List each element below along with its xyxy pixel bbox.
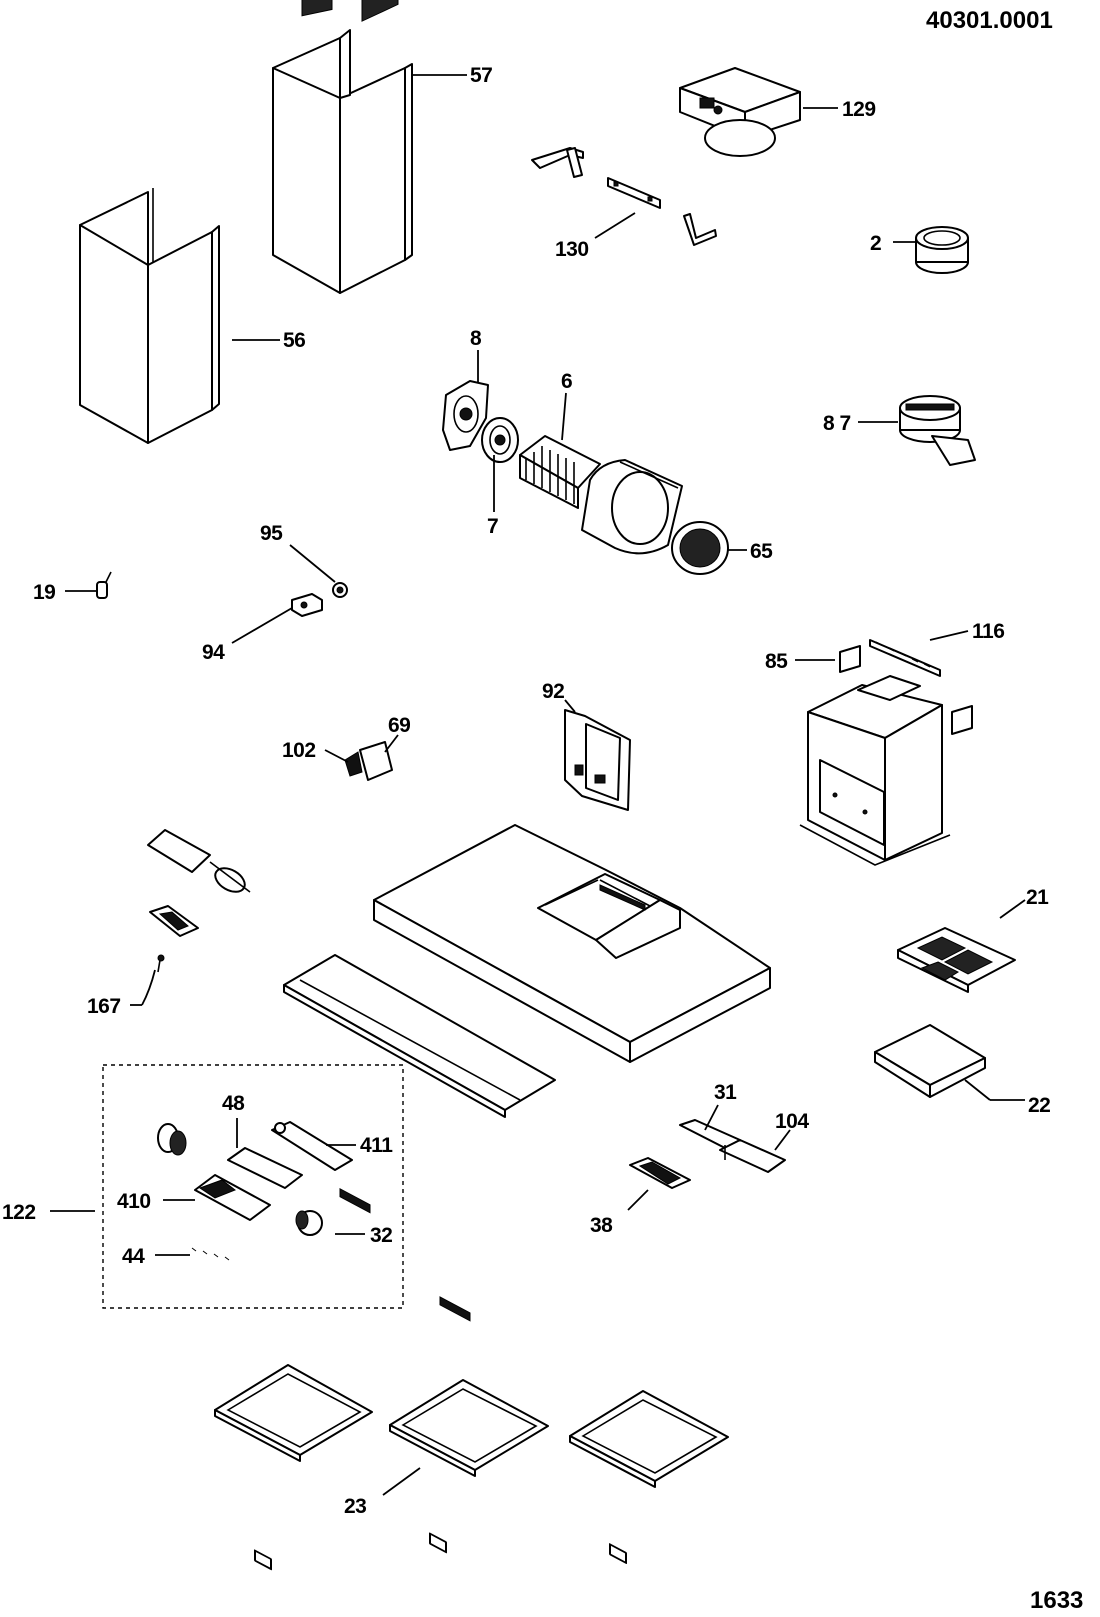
callout-7: 7	[487, 515, 498, 538]
callout-69: 69	[388, 714, 410, 737]
switch-housing	[291, 593, 323, 617]
callout-130: 130	[555, 238, 589, 261]
callout-32: 32	[370, 1224, 392, 1247]
blower-housing	[581, 459, 683, 555]
callout-122: 122	[2, 1201, 36, 1224]
lamp-bracket-left	[147, 829, 251, 893]
switch-module	[194, 1174, 271, 1221]
mounting-brackets	[531, 147, 717, 246]
control-knob	[157, 1123, 187, 1156]
round-damper	[899, 395, 976, 466]
control-knob-2	[295, 1210, 323, 1236]
callout-87: 8 7	[823, 412, 851, 435]
lower-chimney-cover	[79, 188, 220, 444]
callout-56: 56	[283, 329, 305, 352]
round-collar	[915, 226, 969, 274]
blower-wheel	[519, 435, 601, 509]
screw	[157, 954, 165, 973]
control-board	[564, 709, 631, 811]
callout-95: 95	[260, 522, 283, 545]
callout-411: 411	[360, 1134, 393, 1157]
callout-116: 116	[972, 620, 1004, 643]
terminal-strip	[869, 639, 941, 677]
callout-22: 22	[1028, 1094, 1050, 1117]
callout-19: 19	[33, 581, 55, 604]
callout-48: 48	[222, 1092, 245, 1115]
grease-filter	[569, 1390, 729, 1564]
bulb-socket	[96, 571, 112, 599]
screws-set	[191, 1247, 230, 1261]
control-cover	[227, 1147, 303, 1189]
upper-chimney-cover	[272, 0, 413, 294]
callout-44: 44	[122, 1245, 145, 1268]
callout-129: 129	[842, 98, 876, 121]
hood-body	[373, 824, 771, 1063]
callout-65: 65	[750, 540, 773, 563]
grease-filter	[389, 1379, 549, 1554]
motor-mount-plate	[442, 380, 489, 451]
grease-filter	[214, 1364, 373, 1571]
callout-57: 57	[470, 64, 492, 87]
lamp-lens-left	[149, 905, 199, 937]
callout-21: 21	[1026, 886, 1049, 909]
charcoal-filter	[874, 1024, 986, 1098]
lamp-bracket-right	[679, 1119, 786, 1173]
callout-6: 6	[561, 370, 572, 393]
intake-grille	[671, 521, 729, 575]
callout-410: 410	[117, 1190, 151, 1213]
duct-adapter	[679, 67, 801, 157]
switch-bracket	[271, 1121, 353, 1171]
leader-lines	[50, 74, 1026, 1496]
callout-23: 23	[344, 1495, 366, 1518]
drawing-number: 40301.0001	[926, 7, 1053, 34]
electrical-box	[799, 675, 951, 866]
sheet-code: 1633	[1030, 1587, 1083, 1614]
lamp-lens-right	[629, 1157, 691, 1189]
callout-38: 38	[590, 1214, 613, 1237]
callout-167: 167	[87, 995, 121, 1018]
callout-102: 102	[282, 739, 316, 762]
callout-85: 85	[765, 650, 788, 673]
callout-104: 104	[775, 1110, 809, 1133]
control-kit-group-box	[102, 1064, 404, 1309]
callout-8: 8	[470, 327, 482, 350]
blower-motor	[481, 417, 519, 463]
part-labels: 57 129 130 2 56 8 6 8 7 7 95 65 19 94 11…	[2, 64, 1051, 1518]
callout-92: 92	[542, 680, 564, 703]
filter-frame	[897, 927, 1016, 993]
switch-knob	[332, 582, 348, 598]
callout-31: 31	[714, 1081, 737, 1104]
side-clip	[839, 645, 973, 735]
light-switch	[344, 741, 393, 781]
front-panel	[283, 954, 556, 1322]
callout-2: 2	[870, 232, 881, 255]
callout-94: 94	[202, 641, 225, 664]
